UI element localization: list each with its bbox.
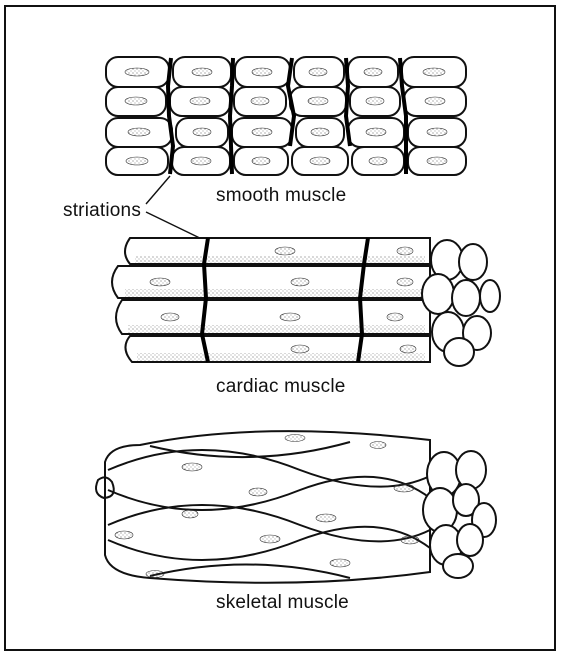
striations-pointer xyxy=(146,176,208,242)
smooth-muscle-drawing xyxy=(106,57,466,175)
skeletal-muscle-label: skeletal muscle xyxy=(216,592,349,614)
cardiac-muscle-drawing xyxy=(112,238,500,366)
smooth-muscle-label: smooth muscle xyxy=(216,185,346,207)
cardiac-muscle-label: cardiac muscle xyxy=(216,376,346,398)
striations-label: striations xyxy=(63,200,141,222)
skeletal-muscle-drawing xyxy=(96,431,496,583)
